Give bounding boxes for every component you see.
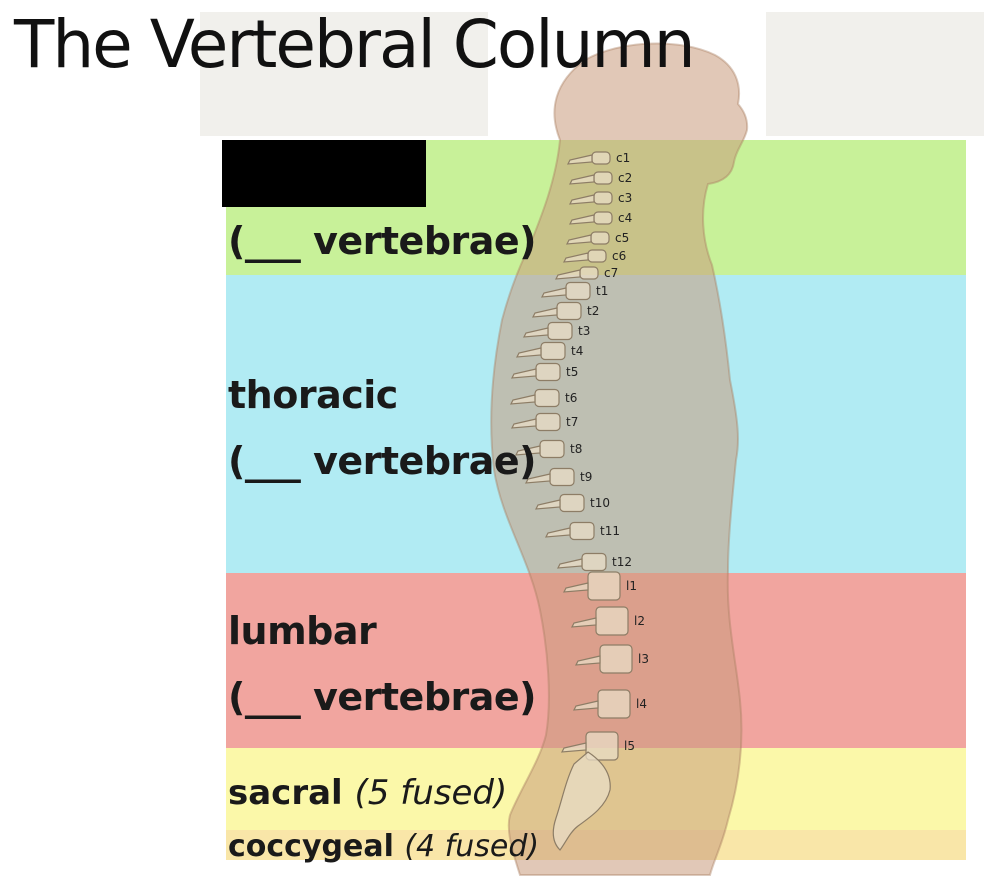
vertebra-label-c6: c6 <box>612 249 627 263</box>
redaction-box <box>222 140 426 207</box>
vertebra-label-t4: t4 <box>571 344 584 358</box>
vertebra-label-l4: l4 <box>636 697 647 711</box>
vertebra-label-c2: c2 <box>618 171 633 185</box>
vertebra-label-l5: l5 <box>624 739 635 753</box>
sacral-label: sacral (5 fused) <box>228 776 507 810</box>
background-paper <box>200 12 488 136</box>
vertebra-label-c7: c7 <box>604 266 619 280</box>
lumbar-name-label: lumbar <box>228 609 377 653</box>
vertebra-label-c3: c3 <box>618 191 633 205</box>
page-title: The Vertebral Column <box>14 6 696 83</box>
sacral-note: (5 fused) <box>354 773 508 813</box>
vertebra-label-c5: c5 <box>615 231 630 245</box>
vertebra-label-t1: t1 <box>596 284 609 298</box>
vertebra-label-t3: t3 <box>578 324 591 338</box>
thoracic-name-label: thoracic <box>228 373 398 417</box>
coccygeal-name: coccygeal <box>228 829 394 864</box>
vertebra-label-t12: t12 <box>612 555 632 569</box>
vertebra-label-c1: c1 <box>616 151 631 165</box>
background-paper <box>766 12 984 136</box>
coccygeal-label: coccygeal (4 fused) <box>228 832 539 862</box>
vertebra-label-l2: l2 <box>634 614 645 628</box>
sacral-name: sacral <box>228 773 343 813</box>
vertebra-label-t10: t10 <box>590 496 610 510</box>
cervical-count-label: (___ vertebrae) <box>228 219 537 263</box>
vertebra-label-t2: t2 <box>587 304 600 318</box>
vertebra-label-t11: t11 <box>600 524 620 538</box>
region-band-thoracic <box>226 275 966 573</box>
region-band-lumbar <box>226 573 966 748</box>
coccygeal-note: (4 fused) <box>404 829 540 864</box>
vertebra-label-t7: t7 <box>566 415 579 429</box>
vertebra-label-l1: l1 <box>626 579 637 593</box>
vertebra-label-t9: t9 <box>580 470 593 484</box>
vertebra-label-c4: c4 <box>618 211 633 225</box>
vertebra-label-t8: t8 <box>570 442 583 456</box>
lumbar-count-label: (___ vertebrae) <box>228 675 537 719</box>
vertebra-label-t5: t5 <box>566 365 579 379</box>
vertebra-label-t6: t6 <box>565 391 578 405</box>
thoracic-count-label: (___ vertebrae) <box>228 439 537 483</box>
vertebra-label-l3: l3 <box>638 652 649 666</box>
